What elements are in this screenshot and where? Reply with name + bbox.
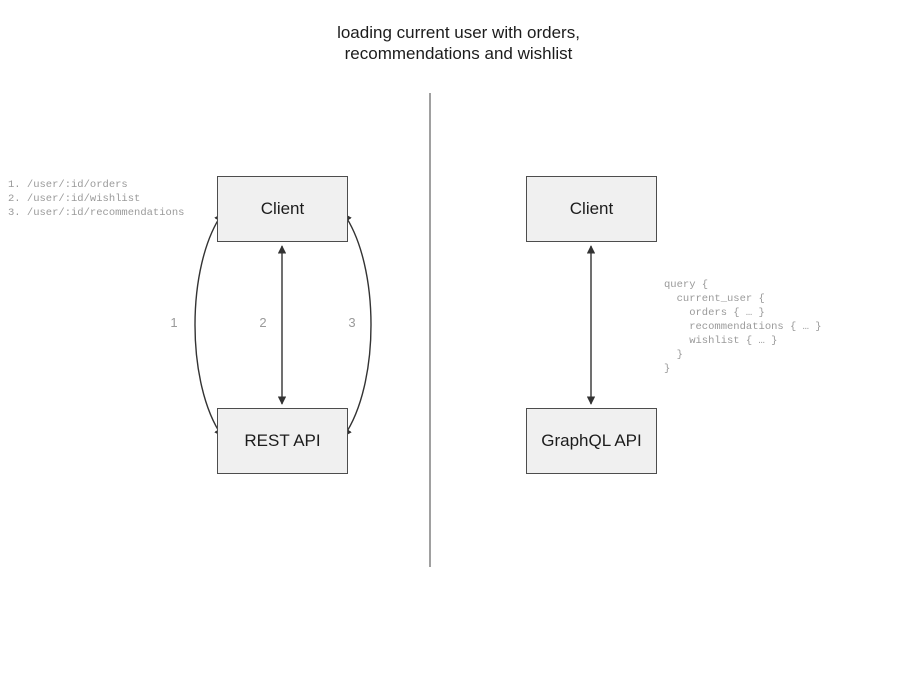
page-title: loading current user with orders, recomm…: [337, 23, 580, 63]
connector-rest-1: [194, 213, 223, 437]
node-rest-api[interactable]: REST API: [217, 408, 348, 474]
edge-label-1: 1: [170, 315, 178, 330]
edge-label-3: 3: [348, 315, 356, 330]
node-client-rest[interactable]: Client: [217, 176, 348, 242]
connector-rest-3: [343, 213, 372, 437]
edge-label-2: 2: [259, 315, 267, 330]
graphql-query-block: query { current_user { orders { … } reco…: [664, 279, 822, 375]
node-client-graphql[interactable]: Client: [526, 176, 657, 242]
rest-endpoints-list: 1. /user/:id/orders 2. /user/:id/wishlis…: [8, 179, 185, 219]
node-graphql-api[interactable]: GraphQL API: [526, 408, 657, 474]
